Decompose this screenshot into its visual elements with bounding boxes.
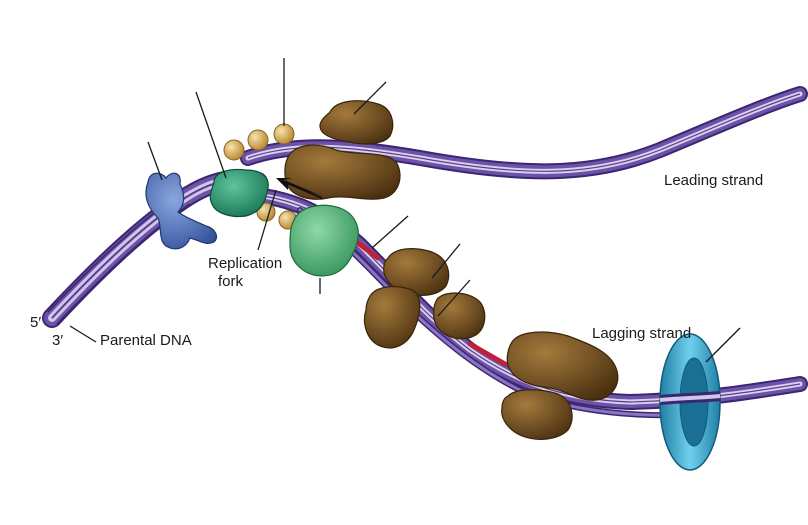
- three-prime-label: 3′: [52, 332, 64, 349]
- leader-line-clamp: [705, 327, 741, 363]
- sliding-clamp-ring: [659, 333, 721, 471]
- leader-line-primer: [371, 215, 409, 249]
- lagging-strand-label: Lagging strand: [592, 325, 692, 342]
- leader-line-lagging-pol-b: [437, 279, 471, 317]
- dna-polymerase-green: [289, 204, 359, 277]
- five-prime-label: 5′: [30, 314, 42, 331]
- dna-polymerase-lagging-2b: [501, 389, 573, 440]
- ssb-protein: [273, 123, 295, 145]
- leading-strand-dna: [240, 86, 808, 180]
- dna-polymerase-lagging-2a: [506, 331, 619, 401]
- dna-polymerase-lagging-1a: [383, 248, 450, 296]
- ssb-protein: [223, 139, 245, 161]
- ssb-protein: [247, 129, 269, 151]
- primase-shape: [209, 168, 269, 218]
- leader-lines: [69, 58, 741, 363]
- leader-line-parental: [69, 325, 97, 343]
- dna-polymerase-lagging-1b: [363, 286, 421, 349]
- leader-line-lagging-pol-a: [431, 243, 461, 279]
- replication-fork-label-line1: Replication: [208, 255, 283, 272]
- helicase-shape: [145, 172, 218, 250]
- leader-line-helicase: [147, 141, 163, 181]
- leader-line-polymerase-top: [353, 81, 387, 115]
- leader-line-fork: [257, 189, 277, 251]
- dna-polymerase-leading-top: [319, 100, 394, 145]
- fork-arrow-shaft: [281, 180, 323, 199]
- parental-dna-label: Parental DNA: [100, 332, 192, 349]
- single-strand-binding-proteins: [223, 123, 298, 230]
- replication-fork-label-line2: fork: [218, 273, 244, 290]
- leader-line-primase: [195, 91, 227, 179]
- leading-strand-label: Leading strand: [664, 172, 764, 189]
- dna-polymerase-lagging-1c: [432, 292, 486, 340]
